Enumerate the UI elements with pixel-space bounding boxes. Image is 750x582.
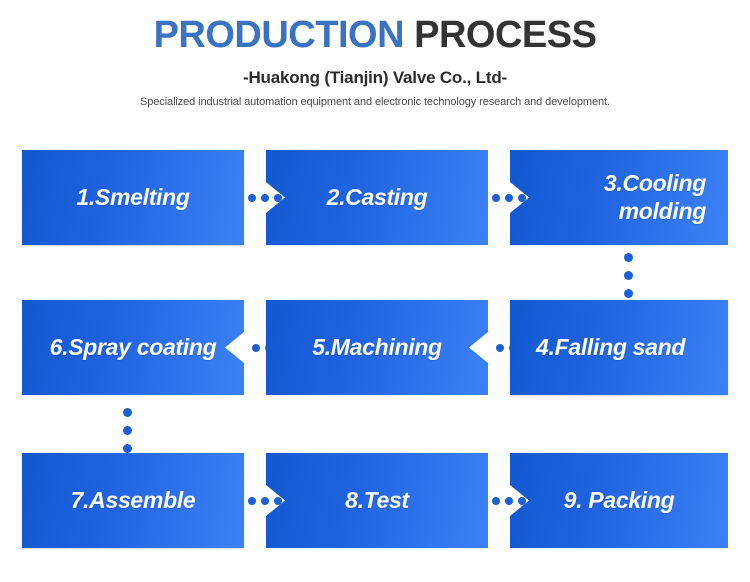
connector-dot [274,193,282,202]
process-step-6[interactable]: 6.Spray coating [22,300,244,395]
process-step-6-label: 6.Spray coating [49,333,217,360]
process-step-3[interactable]: 3.Cooling molding [510,150,728,245]
header: PRODUCTION PROCESS -Huakong (Tianjin) Va… [0,0,750,108]
process-step-1-label: 1.Smelting [76,183,190,210]
company-name: -Huakong (Tianjin) Valve Co., Ltd- [243,67,507,87]
connector-dot [623,289,633,298]
connector-step8-to-step9 [492,493,532,508]
connector-dot [518,193,526,202]
process-step-5-label: 5.Machining [312,333,442,360]
connector-dot [248,193,256,202]
process-step-8[interactable]: 8.Test [266,453,488,548]
process-step-2-label: 2.Casting [326,183,428,210]
connector-step2-to-step3 [492,190,532,205]
company-tagline: Specialized industrial automation equipm… [140,95,610,108]
connector-dot [518,496,526,505]
connector-dot [274,496,282,505]
connector-dot [248,496,256,505]
process-step-5[interactable]: 5.Machining [266,300,488,395]
connector-step7-to-step8 [248,493,288,508]
process-row-2: 6.Spray coating 5.Machining 4.Falling sa… [22,300,728,395]
connector-dot [261,496,269,505]
page-title-highlight: PRODUCTION [153,14,405,56]
process-step-2[interactable]: 2.Casting [266,150,488,245]
connector-dot [122,444,132,453]
page-title-rest: PROCESS [414,14,597,56]
connector-dot [505,496,513,505]
connector-dot [492,496,500,505]
connector-dot [623,271,633,280]
process-step-1[interactable]: 1.Smelting [22,150,244,245]
process-step-8-label: 8.Test [345,486,409,513]
process-step-7[interactable]: 7.Assemble [22,453,244,548]
process-step-4-label: 4.Falling sand [536,333,686,360]
connector-dot [492,193,500,202]
process-flow: 1.Smelting 2.Casting 3.Cooling molding [22,150,728,548]
process-row-3: 7.Assemble 8.Test 9. Packing [22,453,728,548]
connector-dot [496,343,504,352]
connector-dot [122,408,132,417]
process-step-4[interactable]: 4.Falling sand [510,300,728,395]
connector-dot [252,343,260,352]
connector-row1-to-row2 [623,253,633,298]
page-title: PRODUCTION PROCESS [0,14,750,58]
connector-step1-to-step2 [248,190,288,205]
process-step-7-label: 7.Assemble [70,486,196,513]
process-step-9[interactable]: 9. Packing [510,453,728,548]
connector-dot [505,193,513,202]
process-step-9-label: 9. Packing [563,486,675,513]
connector-dot [261,193,269,202]
connector-dot [122,426,132,435]
connector-row2-to-row3 [122,408,132,453]
process-row-1: 1.Smelting 2.Casting 3.Cooling molding [22,150,728,245]
process-step-3-label: 3.Cooling molding [603,170,706,224]
connector-dot [623,253,633,262]
